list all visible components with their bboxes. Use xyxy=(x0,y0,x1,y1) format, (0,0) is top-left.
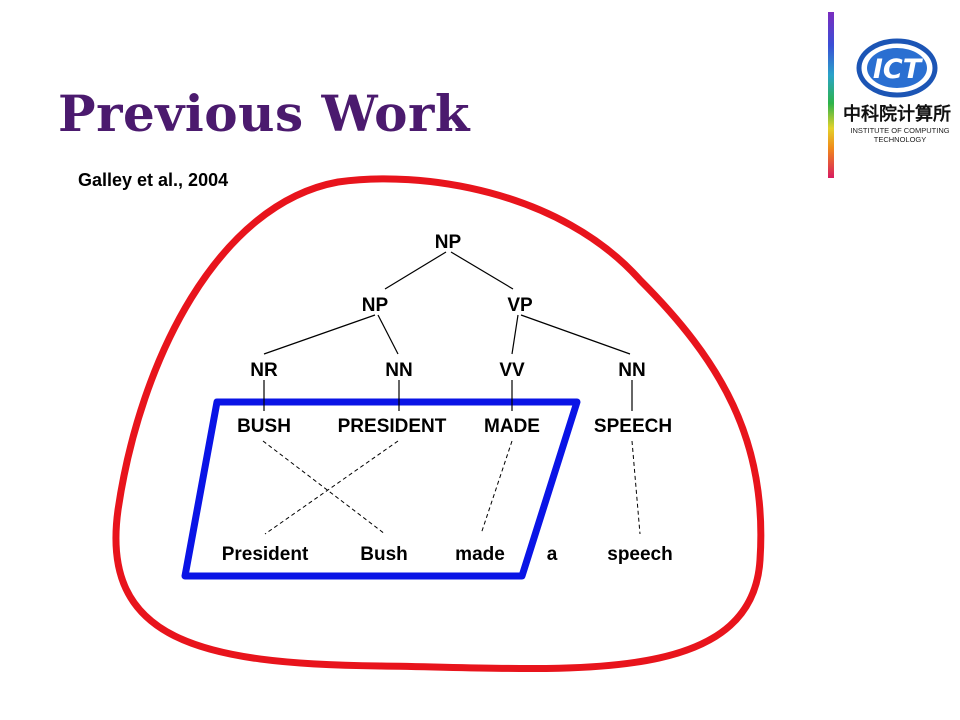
alignment-president-president xyxy=(264,440,399,535)
institute-name: INSTITUTE OF COMPUTING TECHNOLOGY xyxy=(840,126,960,144)
target-word-speech: speech xyxy=(607,544,672,565)
target-word-made: made xyxy=(455,544,505,565)
edge-np-nn xyxy=(377,314,399,355)
edge-np-vp xyxy=(450,251,514,290)
node-np: NP xyxy=(362,295,389,316)
source-word-made: MADE xyxy=(484,416,540,437)
slide-title: Previous Work xyxy=(58,84,470,143)
node-vv: VV xyxy=(499,360,525,381)
edge-np-nr xyxy=(263,314,376,355)
outer-region-outline xyxy=(112,175,765,673)
inner-region-outline xyxy=(181,398,581,580)
node-vp: VP xyxy=(507,295,533,316)
alignment-made-made xyxy=(480,440,513,535)
node-root-np: NP xyxy=(435,232,462,253)
edge-vp-vv xyxy=(511,314,519,355)
source-word-speech: SPEECH xyxy=(594,416,672,437)
alignment-speech-speech xyxy=(631,440,641,535)
logo-ict-text: ICT xyxy=(873,54,924,85)
rainbow-accent-bar xyxy=(828,12,834,178)
alignment-bush-bush xyxy=(262,440,386,535)
source-word-president: PRESIDENT xyxy=(338,416,447,437)
node-nr: NR xyxy=(250,360,278,381)
target-word-president: President xyxy=(222,544,309,565)
logo-chinese-text: 中科院计算所 xyxy=(843,103,951,125)
node-nn-2: NN xyxy=(618,360,645,381)
edge-vp-nn xyxy=(520,314,631,355)
ict-logo: ICT 中科院计算所 xyxy=(843,38,951,125)
citation-text: Galley et al., 2004 xyxy=(78,170,229,190)
source-word-bush: BUSH xyxy=(237,416,291,437)
target-word-a: a xyxy=(547,544,558,565)
target-word-bush: Bush xyxy=(360,544,408,565)
edge-np-np xyxy=(384,251,447,290)
node-nn-1: NN xyxy=(385,360,412,381)
institute-name-line1: INSTITUTE OF COMPUTING xyxy=(850,126,950,135)
institute-name-line2: TECHNOLOGY xyxy=(873,135,927,144)
